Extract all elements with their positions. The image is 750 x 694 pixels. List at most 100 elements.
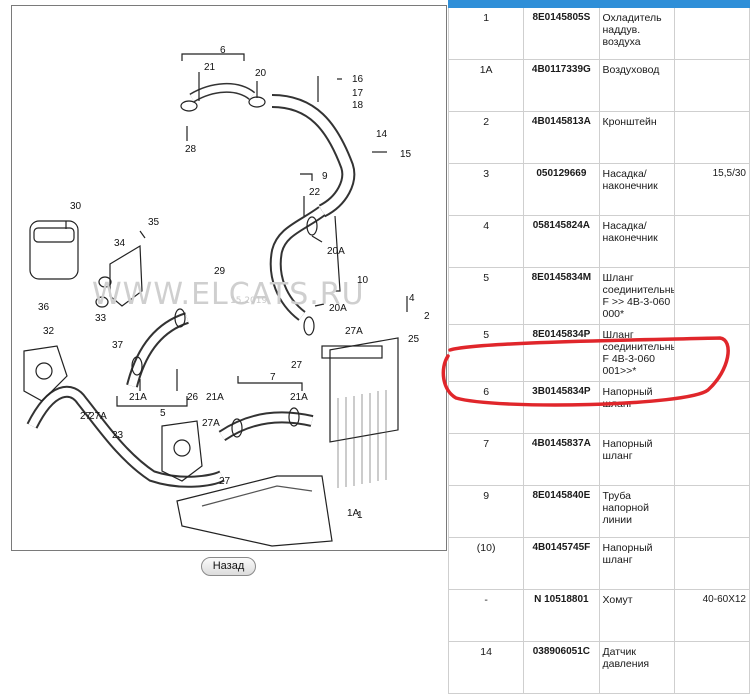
part-quantity bbox=[673, 324, 750, 382]
callout-label[interactable]: 20 bbox=[255, 68, 267, 79]
part-number[interactable]: 8E0145834P bbox=[523, 324, 600, 382]
callout-label[interactable]: 37 bbox=[112, 340, 124, 351]
part-quantity bbox=[673, 485, 750, 538]
part-name: Напорный шланг bbox=[598, 537, 675, 590]
watermark-year: 15.2019 bbox=[230, 296, 267, 306]
callout-label[interactable]: 27 bbox=[219, 476, 231, 487]
callout-label[interactable]: 17 bbox=[352, 88, 364, 99]
part-quantity bbox=[673, 267, 750, 325]
callout-label[interactable]: 27A bbox=[202, 418, 220, 429]
callout-label[interactable]: 6 bbox=[220, 45, 226, 56]
part-position: 4 bbox=[447, 215, 525, 268]
callout-label[interactable]: 36 bbox=[38, 302, 50, 313]
part-number[interactable]: 4B0145813A bbox=[523, 111, 600, 164]
part-position: (10) bbox=[447, 537, 525, 590]
callout-label[interactable]: 28 bbox=[185, 144, 197, 155]
part-position: - bbox=[447, 589, 525, 642]
callout-label[interactable]: 2 bbox=[424, 311, 430, 322]
callout-label[interactable]: 27 bbox=[291, 360, 303, 371]
callout-label[interactable]: 21 bbox=[204, 62, 216, 73]
part-number[interactable]: 4B0117339G bbox=[523, 59, 600, 112]
part-quantity bbox=[673, 59, 750, 112]
callout-label[interactable]: 30 bbox=[70, 201, 82, 212]
part-position: 5 bbox=[447, 324, 525, 382]
callout-label[interactable]: 1 bbox=[357, 510, 363, 521]
callout-label[interactable]: 35 bbox=[148, 217, 160, 228]
callout-label[interactable]: 16 bbox=[352, 74, 364, 85]
part-name: Кронштейн bbox=[598, 111, 675, 164]
part-number[interactable]: 8E0145834M bbox=[523, 267, 600, 325]
callout-label[interactable]: 27 bbox=[80, 411, 92, 422]
part-quantity: 15,5/30 bbox=[673, 163, 750, 216]
part-number[interactable]: 4B0145745F bbox=[523, 537, 600, 590]
watermark: WWW.ELCATS.RU bbox=[92, 277, 365, 312]
back-button[interactable]: Назад bbox=[201, 557, 256, 576]
part-number[interactable]: 8E0145840E bbox=[523, 485, 600, 538]
part-name: Насадка/наконечник bbox=[598, 163, 675, 216]
table-header-bar bbox=[447, 0, 750, 8]
callout-label[interactable]: 27A bbox=[345, 326, 363, 337]
part-number[interactable]: 038906051C bbox=[523, 641, 600, 694]
callout-label[interactable]: 21A bbox=[129, 392, 147, 403]
callout-label[interactable]: 21A bbox=[290, 392, 308, 403]
part-name: Шланг соединительный F >> 4B-3-060 000* bbox=[598, 267, 675, 325]
part-quantity bbox=[673, 111, 750, 164]
part-name: Воздуховод bbox=[598, 59, 675, 112]
part-quantity bbox=[673, 381, 750, 434]
part-position: 1 bbox=[447, 7, 525, 60]
callout-label[interactable]: 14 bbox=[376, 129, 388, 140]
callout-label[interactable]: 4 bbox=[409, 293, 415, 304]
callout-label[interactable]: 7 bbox=[270, 372, 276, 383]
part-quantity bbox=[673, 433, 750, 486]
callout-label[interactable]: 10 bbox=[357, 275, 369, 286]
callout-label[interactable]: 20A bbox=[329, 303, 347, 314]
part-number[interactable]: 058145824A bbox=[523, 215, 600, 268]
part-quantity bbox=[673, 7, 750, 60]
part-name: Насадка/наконечник bbox=[598, 215, 675, 268]
callout-label[interactable]: 18 bbox=[352, 100, 364, 111]
callout-label[interactable]: 1A bbox=[347, 508, 360, 519]
part-quantity bbox=[673, 537, 750, 590]
callout-label[interactable]: 15 bbox=[400, 149, 412, 160]
callout-label[interactable]: 22 bbox=[309, 187, 321, 198]
part-number[interactable]: 8E0145805S bbox=[523, 7, 600, 60]
exploded-view-drawing: WWW.ELCATS.RU 15.2019 11A 24 5 6 7 9 10 14 15 16 1… bbox=[23, 45, 430, 547]
callout-label[interactable]: 34 bbox=[114, 238, 126, 249]
part-quantity: 40-60X12 bbox=[673, 589, 750, 642]
part-position: 1A bbox=[447, 59, 525, 112]
callout-label[interactable]: 23 bbox=[112, 430, 124, 441]
part-position: 2 bbox=[447, 111, 525, 164]
callout-label[interactable]: 9 bbox=[322, 171, 328, 182]
callout-label[interactable]: 26 bbox=[187, 392, 199, 403]
part-position: 9 bbox=[447, 485, 525, 538]
part-name: Напорный шланг bbox=[598, 381, 675, 434]
part-number[interactable]: 3B0145834P bbox=[523, 381, 600, 434]
part-name: Хомут bbox=[598, 589, 675, 642]
callout-label[interactable]: 32 bbox=[43, 326, 55, 337]
part-name: Труба напорной линии bbox=[598, 485, 675, 538]
part-number[interactable]: N 10518801 bbox=[523, 589, 600, 642]
part-number[interactable]: 050129669 bbox=[523, 163, 600, 216]
callout-label[interactable]: 25 bbox=[408, 334, 420, 345]
callout-label[interactable]: 33 bbox=[95, 313, 107, 324]
callout-label[interactable]: 20A bbox=[327, 246, 345, 257]
callout-label[interactable]: 5 bbox=[160, 408, 166, 419]
callout-label[interactable]: 29 bbox=[214, 266, 226, 277]
callout-label[interactable]: 27A bbox=[89, 411, 107, 422]
callout-label[interactable]: 21A bbox=[206, 392, 224, 403]
part-number[interactable]: 4B0145837A bbox=[523, 433, 600, 486]
